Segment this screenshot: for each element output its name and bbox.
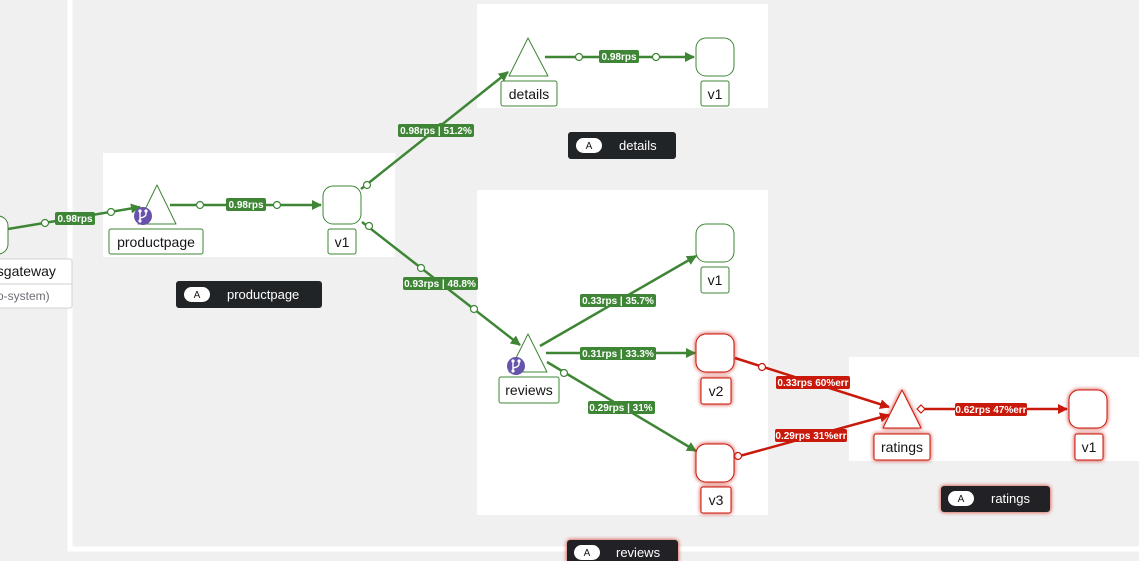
app-box-details[interactable]: A details: [568, 132, 676, 159]
edge-label-v2-ratings: 0.33rps 60%err: [777, 378, 848, 389]
node-label-reviews: reviews: [505, 382, 552, 398]
app-badge-icon: A: [958, 494, 965, 505]
node-label-ratings: ratings: [881, 439, 923, 455]
node-reviews-v2[interactable]: v2: [695, 333, 735, 405]
edge-ratings-to-v1[interactable]: 0.62rps 47%err: [916, 403, 1068, 416]
edge-label-productpage-v1: 0.98rps: [228, 200, 263, 211]
node-ratings-v1[interactable]: v1: [1068, 389, 1108, 461]
app-box-label-reviews: reviews: [616, 545, 661, 560]
edge-label-ratings-v1: 0.62rps 47%err: [955, 405, 1026, 416]
edge-details-to-v1[interactable]: 0.98rps: [545, 50, 695, 63]
node-label-productpage: productpage: [117, 234, 195, 250]
edge-label-reviews-v3: 0.29rps | 31%: [589, 403, 653, 414]
app-box-label-ratings: ratings: [991, 491, 1031, 506]
edge-v2-to-ratings[interactable]: 0.33rps 60%err: [734, 356, 890, 410]
edge-label-v3-ratings: 0.29rps 31%err: [775, 431, 846, 442]
node-label-productpage-v1: v1: [335, 234, 350, 250]
node-ratings-service[interactable]: ratings: [873, 389, 931, 461]
node-details-v1[interactable]: v1: [695, 37, 735, 107]
edge-label-productpage-details: 0.98rps | 51.2%: [400, 126, 472, 137]
edge-v3-to-ratings[interactable]: 0.29rps 31%err: [733, 412, 890, 461]
node-productpage-service[interactable]: productpage: [108, 184, 204, 255]
node-reviews-service[interactable]: reviews: [498, 333, 560, 404]
app-badge-icon: A: [584, 548, 591, 559]
node-productpage-v1[interactable]: v1: [322, 185, 362, 255]
node-label-reviews-v2: v2: [709, 383, 724, 399]
node-reviews-v1[interactable]: v1: [695, 223, 735, 294]
node-label-ratings-v1: v1: [1082, 439, 1097, 455]
edge-label-details-v1: 0.98rps: [601, 52, 636, 63]
app-box-ratings[interactable]: A ratings: [941, 486, 1050, 512]
node-reviews-v3[interactable]: v3: [695, 443, 735, 514]
node-details-service[interactable]: details: [500, 37, 558, 107]
app-box-productpage[interactable]: A productpage: [176, 281, 322, 308]
edge-label-productpage-reviews: 0.93rps | 48.8%: [404, 279, 476, 290]
edge-label-reviews-v2: 0.31rps | 33.3%: [582, 349, 654, 360]
edge-productpage-to-v1[interactable]: 0.98rps: [170, 198, 322, 211]
edge-reviews-to-v1[interactable]: 0.33rps | 35.7%: [539, 254, 697, 348]
app-badge-icon: A: [586, 141, 593, 152]
app-box-reviews[interactable]: A reviews: [567, 540, 678, 561]
node-label-gateway: essgateway: [0, 263, 56, 279]
node-ingress-gateway[interactable]: essgateway o-system): [0, 215, 73, 309]
edge-reviews-to-v3[interactable]: 0.29rps | 31%: [546, 360, 697, 453]
edge-label-reviews-v1: 0.33rps | 35.7%: [582, 296, 654, 307]
node-label-reviews-v3: v3: [709, 492, 724, 508]
code-branch-icon: [134, 207, 152, 225]
node-label-details-v1: v1: [708, 86, 723, 102]
code-branch-icon: [507, 357, 525, 375]
node-label-details: details: [509, 86, 549, 102]
edge-reviews-to-v2[interactable]: 0.31rps | 33.3%: [546, 347, 696, 360]
app-badge-icon: A: [194, 290, 201, 301]
app-box-label-details: details: [619, 138, 657, 153]
edge-productpage-to-reviews[interactable]: 0.93rps | 48.8%: [361, 221, 521, 346]
edge-productpage-to-details[interactable]: 0.98rps | 51.2%: [360, 71, 509, 190]
app-box-label-productpage: productpage: [227, 287, 299, 302]
node-namespace-gateway: o-system): [0, 289, 50, 303]
node-label-reviews-v1: v1: [708, 272, 723, 288]
edge-gateway-to-productpage[interactable]: 0.98rps: [7, 203, 141, 231]
edge-label-gateway-productpage: 0.98rps: [57, 214, 92, 225]
